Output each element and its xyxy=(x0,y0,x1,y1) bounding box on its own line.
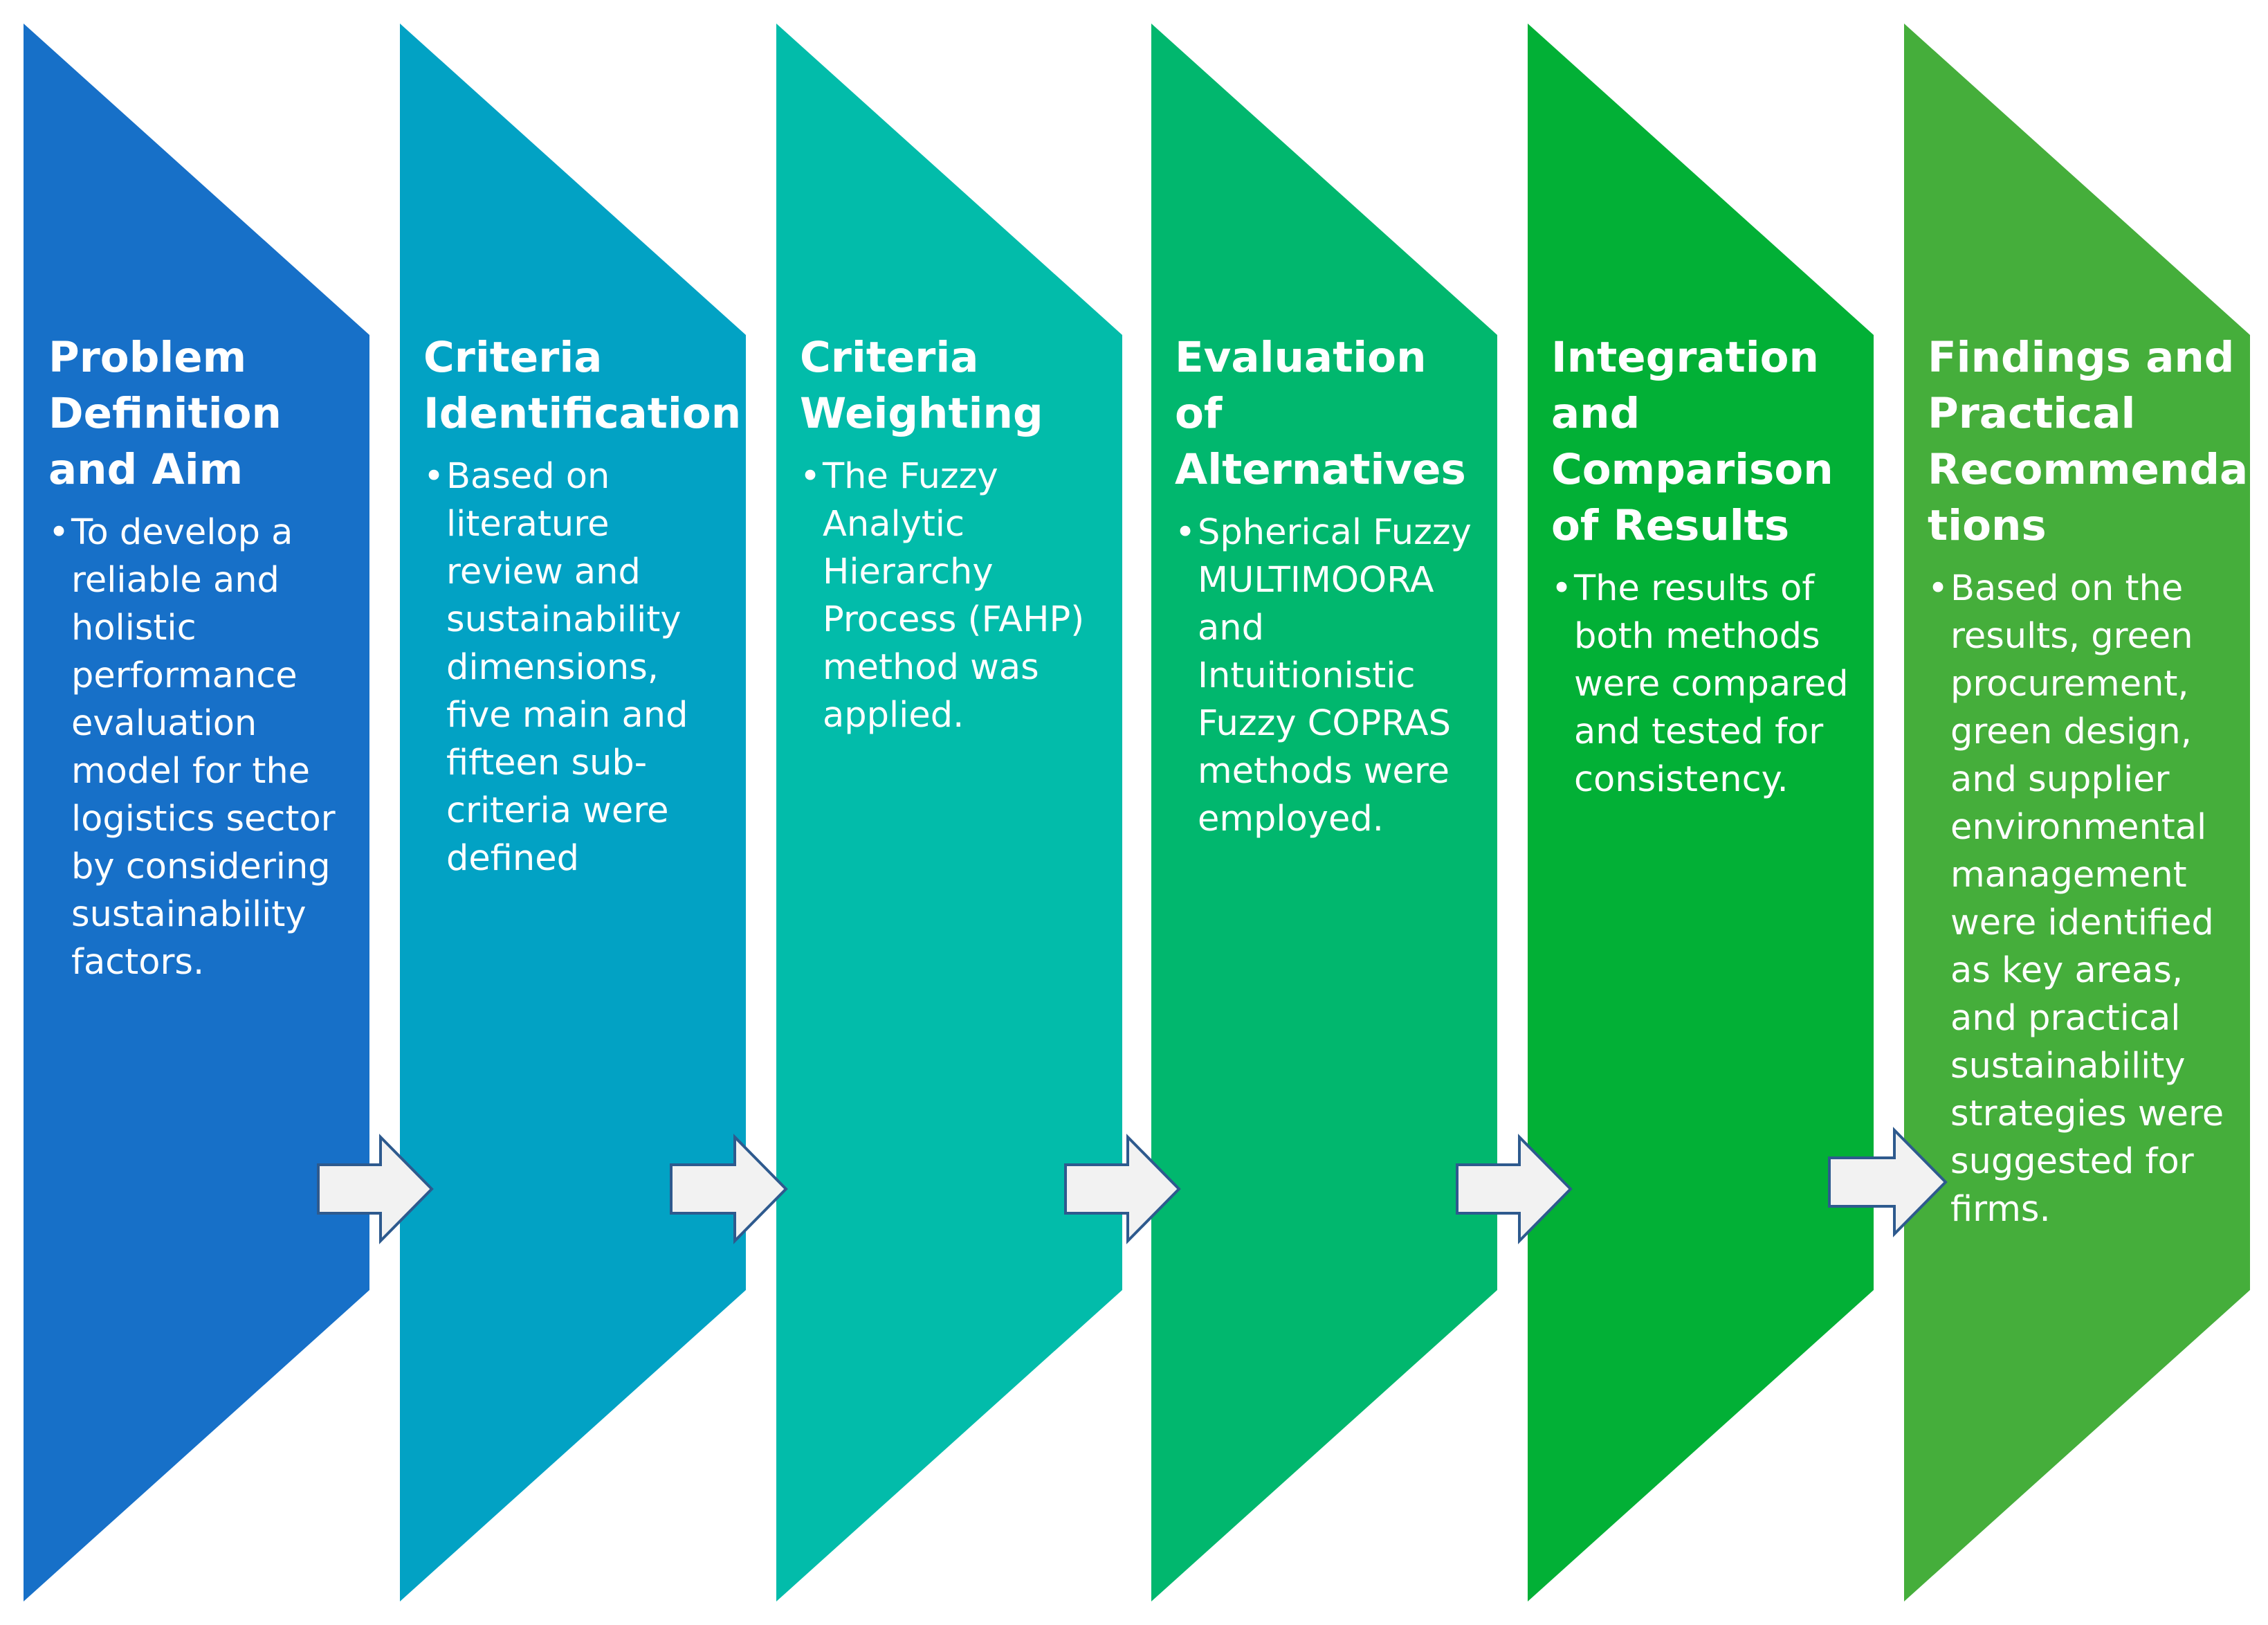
stage-2-bullet-text: Based on literature review and sustainab… xyxy=(446,456,688,879)
stage-5-bullet-text: The results of both methods were compare… xyxy=(1574,568,1849,800)
stage-2-title: Criteria Identification xyxy=(423,333,742,438)
arrow-2-to-3 xyxy=(670,1134,788,1244)
stage-5-chevron xyxy=(1528,24,1874,1601)
bullet-dot: • xyxy=(1928,568,1949,609)
bullet-dot: • xyxy=(423,456,445,497)
stage-2-bullet: • Based on literature review and sustain… xyxy=(423,453,733,882)
stage-6-title: Findings and Practical Recommenda tions xyxy=(1928,333,2249,550)
stage-3-chevron xyxy=(776,24,1122,1601)
stage-4-bullet-text: Spherical Fuzzy MULTIMOORA and Intuition… xyxy=(1198,512,1472,839)
arrow-1-to-2 xyxy=(317,1134,434,1244)
stage-6-bullet-text: Based on the results, green procurement,… xyxy=(1950,568,2224,1230)
stage-6-chevron xyxy=(1904,24,2250,1601)
stage-5-bullet: • The results of both methods were compa… xyxy=(1551,565,1863,804)
arrow-4-to-5 xyxy=(1456,1134,1573,1244)
stage-6-text: Findings and Practical Recommenda tions … xyxy=(1928,329,2249,1233)
arrow-3-to-4 xyxy=(1064,1134,1181,1244)
stage-4-text: Evaluation of Alternatives • Spherical F… xyxy=(1175,329,1486,843)
stage-4-bullet: • Spherical Fuzzy MULTIMOORA and Intuiti… xyxy=(1175,509,1486,843)
bullet-dot: • xyxy=(800,456,821,497)
stage-1-text: Problem Definition and Aim • To develop … xyxy=(48,329,353,986)
stage-4-chevron xyxy=(1151,24,1497,1601)
stage-1-chevron xyxy=(24,24,369,1601)
stage-3-text: Criteria Weighting • The Fuzzy Analytic … xyxy=(800,329,1110,739)
stage-5-text: Integration and Comparison of Results • … xyxy=(1551,329,1863,804)
arrow-5-to-6 xyxy=(1828,1127,1948,1237)
stage-3-title: Criteria Weighting xyxy=(800,333,1043,438)
stage-3-bullet: • The Fuzzy Analytic Hierarchy Process (… xyxy=(800,453,1110,739)
stage-5-title: Integration and Comparison of Results xyxy=(1551,333,1833,550)
stage-1-title: Problem Definition and Aim xyxy=(48,333,282,494)
stage-2-chevron xyxy=(400,24,746,1601)
stage-4-title: Evaluation of Alternatives xyxy=(1175,333,1466,494)
stage-3-bullet-text: The Fuzzy Analytic Hierarchy Process (FA… xyxy=(823,456,1085,736)
stage-2-text: Criteria Identification • Based on liter… xyxy=(423,329,742,882)
bullet-dot: • xyxy=(1175,512,1196,553)
stage-6-bullet: • Based on the results, green procuremen… xyxy=(1928,565,2240,1233)
stage-1-bullet: • To develop a reliable and holistic per… xyxy=(48,509,353,986)
bullet-dot: • xyxy=(1551,568,1573,609)
bullet-dot: • xyxy=(48,512,70,553)
stage-1-bullet-text: To develop a reliable and holistic perfo… xyxy=(71,512,336,983)
